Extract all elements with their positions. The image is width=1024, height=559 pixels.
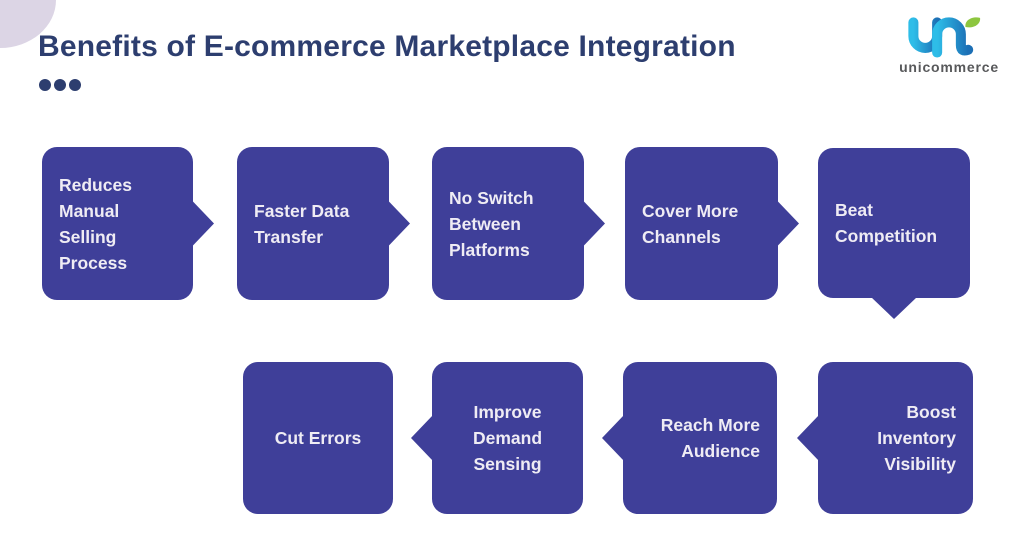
arrow-left-icon	[797, 415, 819, 461]
logo-mark-icon	[908, 17, 981, 58]
dot-icon	[69, 79, 81, 91]
node-label: Boost Inventory Visibility	[877, 402, 956, 474]
node-label: Improve Demand Sensing	[472, 402, 543, 474]
node-improve-demand-sensing: Improve Demand Sensing	[411, 362, 583, 514]
node-reach-more-audience: Reach More Audience	[602, 362, 777, 514]
node-label: Faster Data Transfer	[254, 200, 350, 247]
leaf-icon	[965, 17, 981, 28]
arrow-right-icon	[777, 200, 799, 247]
node-label: Cover More Channels	[642, 200, 739, 247]
node-label: Reduces Manual Selling Process	[59, 174, 132, 273]
arrow-right-icon	[583, 200, 605, 247]
node-label: Reach More Audience	[660, 415, 760, 461]
node-label: No Switch Between Platforms	[449, 187, 534, 260]
arrow-right-icon	[192, 200, 214, 247]
unicommerce-logo: unicommerce	[888, 16, 1010, 75]
node-cover-more-channels: Cover More Channels	[625, 147, 799, 300]
arrow-right-icon	[388, 200, 410, 247]
title-accent-dots	[39, 79, 81, 91]
node-label: Beat Competition	[835, 200, 938, 246]
dot-icon	[39, 79, 51, 91]
node-beat-competition: Beat Competition	[818, 148, 970, 319]
arrow-down-icon	[871, 297, 917, 319]
dot-icon	[54, 79, 66, 91]
node-faster-data-transfer: Faster Data Transfer	[237, 147, 410, 300]
page-title: Benefits of E-commerce Marketplace Integ…	[38, 30, 736, 63]
node-boost-inventory-visibility: Boost Inventory Visibility	[797, 362, 973, 514]
arrow-left-icon	[602, 415, 624, 461]
node-no-switch-between-platforms: No Switch Between Platforms	[432, 147, 605, 300]
arrow-left-icon	[411, 415, 433, 461]
node-reduces-manual-selling-process: Reduces Manual Selling Process	[42, 147, 214, 300]
node-label: Cut Errors	[274, 428, 362, 448]
node-cut-errors: Cut Errors	[243, 362, 393, 514]
logo-wordmark: unicommerce	[899, 59, 999, 75]
